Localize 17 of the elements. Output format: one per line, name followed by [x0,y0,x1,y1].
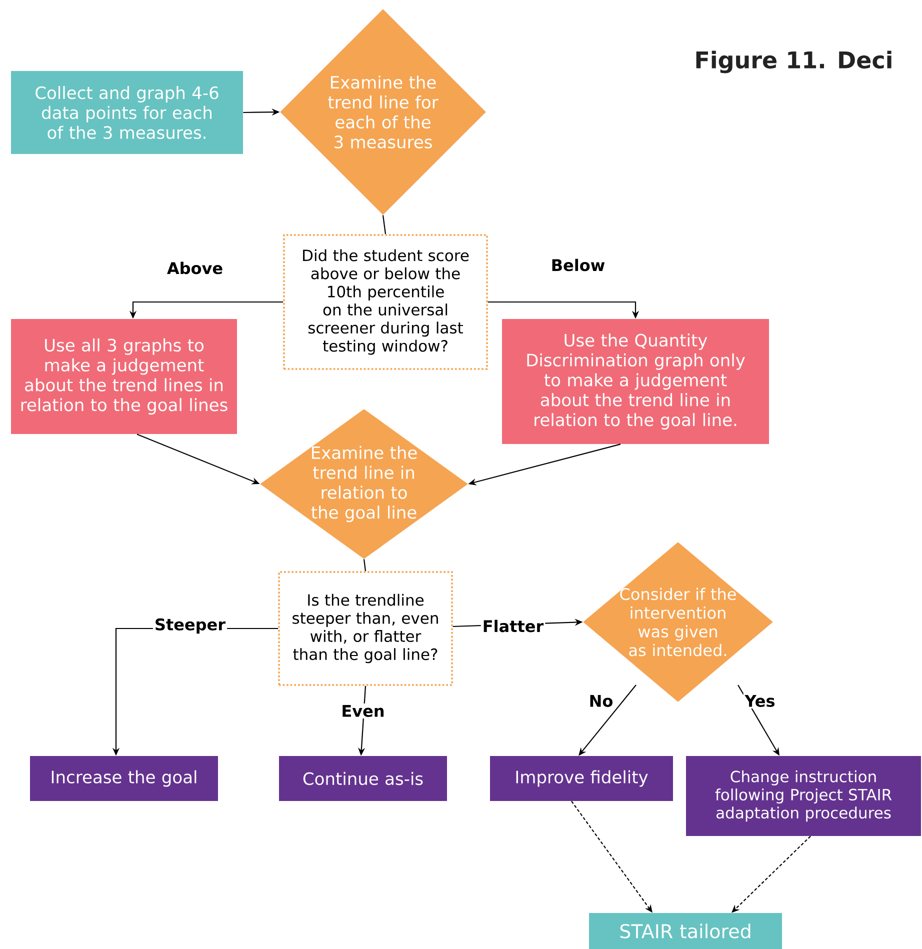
process-box: Increase the goal [30,756,218,801]
edge-label: Flatter [480,618,546,634]
question-box: Did the student score above or below the 10th percentile on the universal screener during last testing window? [283,234,488,370]
question-box: Is the trendline steeper than, even with, or flatter than the goal line? [278,571,453,686]
process-box: STAIR tailored [589,913,782,949]
process-box: Use all 3 graphs to make a judgement about the trend lines in relation to the goal lines [11,319,237,434]
edge-label: Below [549,257,607,273]
process-box: Use the Quantity Discrimination graph only to make a judgement about the trend line in relation to the goal line. [502,319,769,444]
edge-label: Yes [743,694,777,708]
process-box: Improve fidelity [490,756,673,801]
edge-label: Steeper [152,616,228,636]
process-box: Collect and graph 4-6 data points for each of the 3 measures. [11,71,243,154]
figure-title: Figure 11. Deci [696,50,892,74]
edge-label: Even [340,704,386,718]
process-box: Continue as-is [279,756,447,801]
edge-label: Above [165,260,225,276]
process-box: Change instruction following Project STAIR adaptation procedures [686,756,921,836]
